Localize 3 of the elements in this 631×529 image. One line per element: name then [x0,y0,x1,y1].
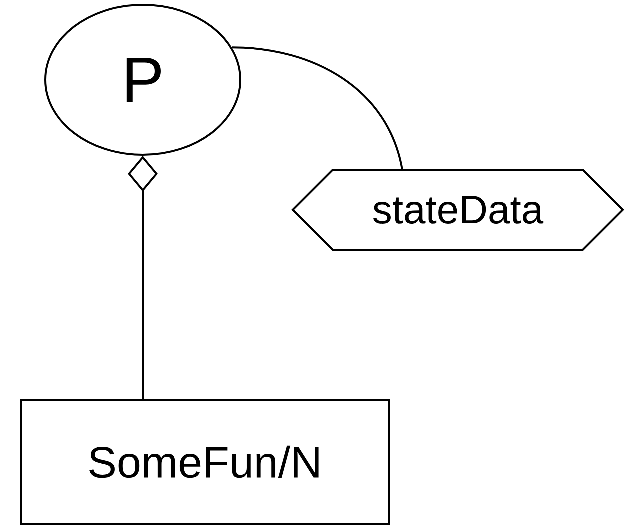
connector-line [232,46,404,170]
data-hexagon: stateData [292,169,624,251]
function-box: SomeFun/N [20,399,390,525]
